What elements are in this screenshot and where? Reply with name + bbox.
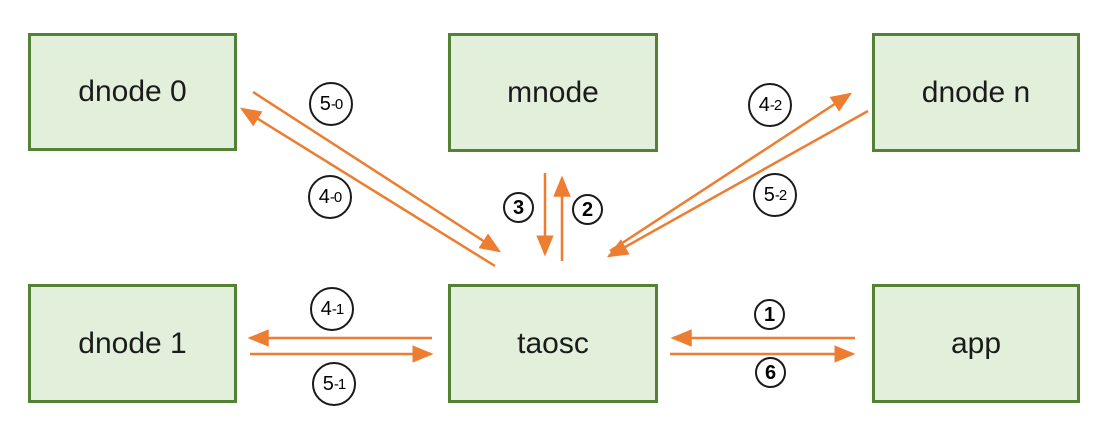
node-label-taosc: taosc xyxy=(517,326,589,360)
edge-label-6: 6 xyxy=(755,357,786,388)
edge-label-5-2: 5-2 xyxy=(753,173,797,217)
edge-label-2: 2 xyxy=(572,194,603,225)
node-box-app: app xyxy=(872,284,1080,403)
node-box-dnode1: dnode 1 xyxy=(28,284,237,403)
edge-label-5-0: 5-0 xyxy=(309,82,353,126)
edge-label-4-2: 4-2 xyxy=(748,83,792,127)
node-box-dnoden: dnode n xyxy=(872,33,1080,152)
node-label-dnode1: dnode 1 xyxy=(78,326,187,360)
edge-label-4-1: 4-1 xyxy=(310,287,354,331)
node-label-dnode0: dnode 0 xyxy=(78,75,187,108)
node-box-mnode: mnode xyxy=(448,33,658,152)
node-label-dnoden: dnode n xyxy=(921,75,1031,109)
node-label-app: app xyxy=(950,326,1002,360)
edge-label-1: 1 xyxy=(754,299,785,330)
edge-label-4-0: 4-0 xyxy=(308,175,352,219)
edge-label-5-1: 5-1 xyxy=(312,362,356,406)
node-label-mnode: mnode xyxy=(507,75,599,109)
node-box-taosc: taosc xyxy=(448,284,658,403)
node-box-dnode0: dnode 0 xyxy=(28,33,237,151)
edge-label-3: 3 xyxy=(503,192,534,223)
